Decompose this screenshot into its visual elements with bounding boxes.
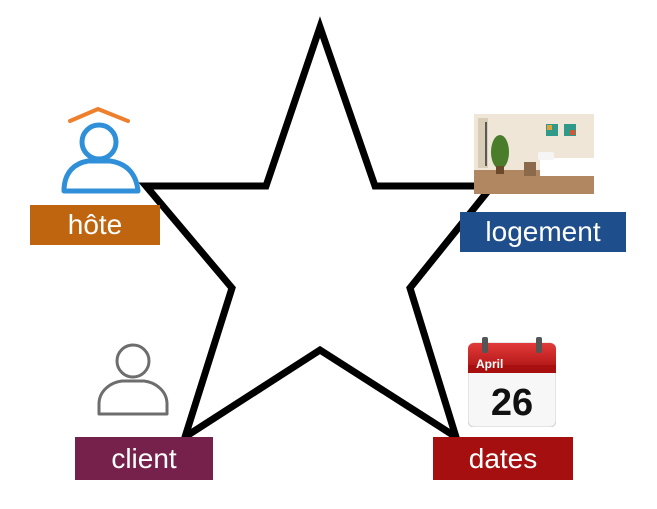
calendar-month: April [476,357,503,371]
hote-label: hôte [30,205,160,245]
calendar-icon: April 26 [468,337,556,427]
bedroom-photo [474,114,594,194]
logement-label: logement [460,212,626,252]
client-label: client [75,437,213,480]
client-person-icon [97,343,169,416]
host-person-icon [61,107,141,194]
roof-icon [68,107,130,123]
calendar-day: 26 [491,382,533,424]
star-outline [138,16,500,446]
dates-label: dates [433,437,573,480]
